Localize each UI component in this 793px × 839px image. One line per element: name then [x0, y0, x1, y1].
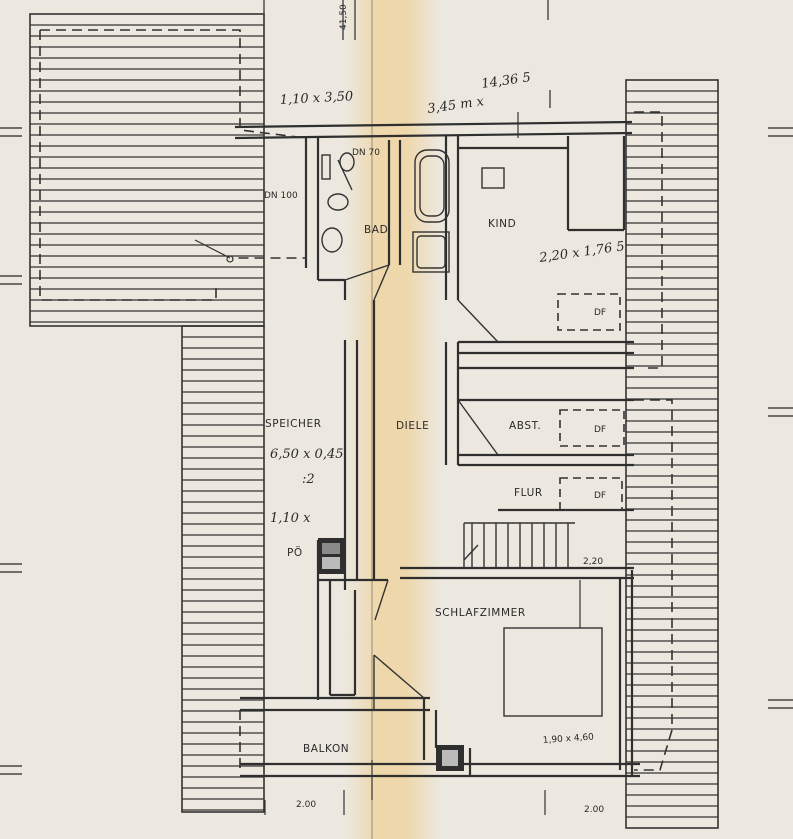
skylights [557, 293, 625, 511]
bath-fixtures [321, 149, 505, 273]
room-label-balkon: BALKON [303, 743, 349, 755]
room-label-bad: BAD [364, 224, 388, 236]
bathtub [414, 149, 450, 223]
dim-bad: 1,10 x 3,50 [279, 89, 353, 108]
sink [321, 227, 343, 253]
staircase [463, 522, 575, 568]
dim-speicher-2: 1,10 x [270, 511, 311, 526]
dim-speicher: 6,50 x 0,45 [270, 447, 344, 462]
dim-stair: 2,20 [583, 557, 603, 567]
dim-kind: 2,20 x 1,76 5 [537, 239, 625, 266]
bed [503, 627, 603, 717]
label-df-flur: DF [594, 491, 606, 501]
skylight-flur [559, 477, 623, 511]
skylight-kind [557, 293, 621, 331]
dim-top-chimney: 41,50 [339, 4, 349, 30]
dimension-arrows [194, 112, 546, 815]
label-dn100: DN 100 [264, 191, 298, 201]
shower-tray [412, 231, 450, 273]
dim-speicher-div: :2 [302, 472, 315, 487]
label-dn70: DN 70 [352, 148, 380, 158]
door-swings [344, 264, 499, 710]
room-label-abst: ABST. [509, 420, 541, 432]
chimney-poe [318, 538, 344, 574]
dim-bottom-left: 2.00 [296, 800, 316, 810]
dashed-roof-outlines [39, 29, 673, 771]
room-label-kind: KIND [488, 218, 516, 230]
roof-hatching [29, 13, 719, 829]
skylight-abst [559, 409, 625, 447]
room-label-flur: FLUR [514, 487, 543, 499]
label-df-abst: DF [594, 425, 606, 435]
room-label-schlafzimmer: SCHLAFZIMMER [435, 607, 526, 619]
room-label-poe: PÖ [287, 546, 303, 559]
dim-total-width: 14,36 5 [480, 70, 531, 92]
room-label-speicher: SPEICHER [265, 418, 322, 430]
toilet [327, 193, 349, 211]
label-df-kind: DF [594, 308, 606, 318]
dim-bed: 1,90 x 4,60 [543, 732, 595, 746]
bathtub-inner [419, 155, 445, 217]
chimney-balkon [436, 745, 464, 771]
room-label-diele: DIELE [396, 420, 429, 432]
margin-marks [0, 0, 793, 775]
dim-bottom-right: 2.00 [584, 805, 604, 815]
kind-fixture [481, 167, 505, 189]
